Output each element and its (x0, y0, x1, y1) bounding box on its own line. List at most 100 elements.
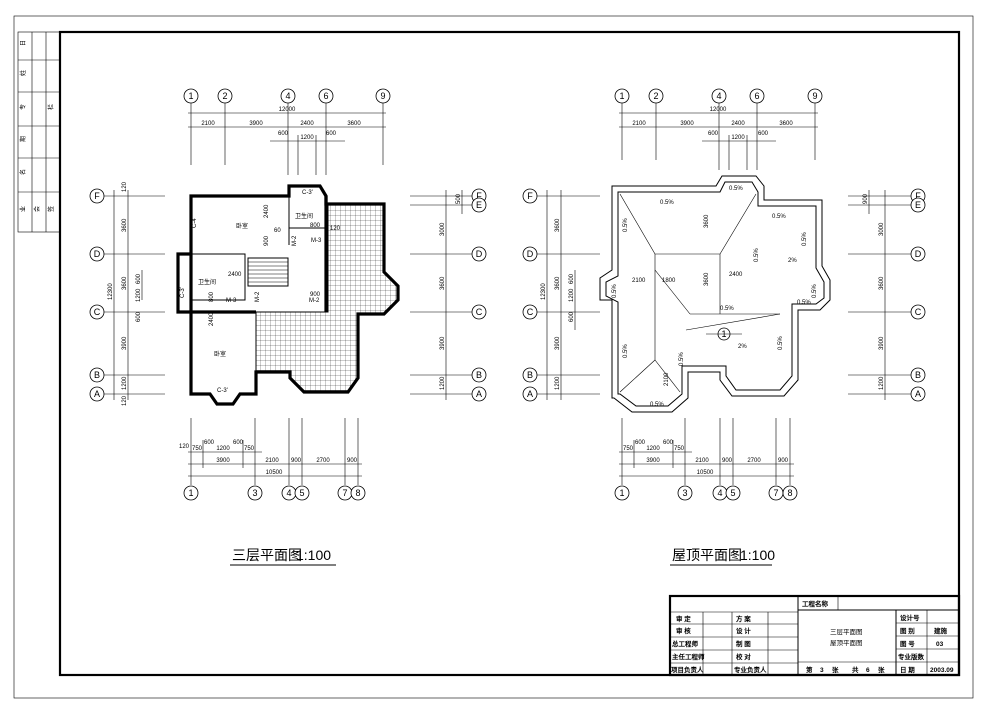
dim-sub: 600 (326, 131, 337, 137)
top-dimensions: 12000 2100 3900 2400 3600 600 1200 600 (619, 103, 818, 170)
dim-total: 12300 (541, 283, 547, 300)
dim-label: 120 (330, 226, 341, 232)
sheet-prefix: 第 (806, 665, 813, 674)
role-label: 审 定 (676, 614, 691, 623)
third-floor-plan: 1 2 4 6 9 12000 2100 3900 2400 3600 600 … (89, 88, 487, 566)
dim-segment: 2100 (632, 121, 646, 127)
dim-segment: 3600 (122, 218, 128, 232)
dim-sub: 600 (136, 273, 142, 284)
slope-label: 0.5% (612, 284, 618, 298)
dim-sub: 600 (278, 131, 289, 137)
window-label: C-3' (217, 388, 228, 394)
axis-label: D (915, 249, 922, 259)
info-label: 图 别 (900, 626, 915, 635)
title-block: 工程名称 审 定 方 案 审 核 设 计 总工程师 制 图 主任工程师 校 对 … (668, 594, 961, 677)
dim-label: 900 (264, 235, 270, 246)
axis-label: 4 (717, 488, 722, 498)
margin-label: 日 (20, 40, 27, 46)
axis-label: B (476, 370, 482, 380)
dim-segment: 2700 (316, 458, 330, 464)
project-name-label: 工程名称 (802, 599, 829, 608)
sheet-outer-border (13, 15, 974, 699)
axis-label: 8 (787, 488, 792, 498)
dim-segment: 1200 (555, 376, 561, 390)
axis-label: A (915, 389, 921, 399)
room-label: 卫生间 (295, 212, 313, 220)
role-label: 项目负责人 (671, 665, 704, 674)
window-label: C-3' (180, 287, 186, 298)
axis-label: 9 (812, 91, 817, 101)
axis-label: 1 (188, 91, 193, 101)
dim-segment: 3900 (440, 336, 446, 350)
bay-wall (176, 252, 191, 314)
role-label: 审 核 (676, 626, 691, 635)
drawing-name: 屋顶平面图 (830, 639, 863, 647)
dim-edge: 120 (179, 444, 190, 450)
axis-label: 3 (252, 488, 257, 498)
dim-segment: 3900 (680, 121, 694, 127)
margin-label: 会 (33, 206, 41, 212)
dim-segment: 3600 (555, 218, 561, 232)
dim-segment: 2100 (265, 458, 279, 464)
dim-total: 12000 (279, 107, 296, 113)
axis-label: 2 (222, 91, 227, 101)
axis-label: 1 (619, 488, 624, 498)
axis-label: D (476, 249, 483, 259)
bottom-dimensions: 120 600 600 750 1200 750 3900 2100 900 2… (179, 418, 366, 501)
roof-dim: 1800 (662, 278, 676, 284)
slope-label: 2% (788, 258, 797, 264)
info-value: 03 (936, 641, 944, 648)
stair (247, 257, 289, 287)
margin-label: 姓 (19, 70, 27, 76)
dim-segment: 1200 (879, 376, 885, 390)
margin-label: 业 (19, 206, 27, 212)
window-label: C-3' (302, 190, 313, 196)
dim-segment: 3600 (347, 121, 361, 127)
info-value: 2003.09 (930, 667, 954, 674)
roof-dim: 2400 (729, 272, 743, 278)
dim-sub: 750 (192, 446, 203, 452)
dim-sub: 1200 (731, 135, 745, 141)
dim-segment: 3900 (646, 458, 660, 464)
dim-sub: 600 (663, 440, 674, 446)
dim-edge: 120 (122, 395, 128, 406)
door-label: M-2 (309, 298, 320, 304)
dim-sub: 600 (204, 440, 215, 446)
room-label: 卧室 (236, 222, 248, 230)
slope-label: 0.5% (729, 186, 743, 192)
dim-sub: 600 (569, 273, 575, 284)
axis-label: B (527, 370, 533, 380)
dim-segment: 900 (778, 458, 789, 464)
axis-label: C (476, 307, 483, 317)
sheet-total-prefix: 共 (852, 665, 859, 674)
room-label: 卧室 (214, 350, 226, 358)
dim-segment: 3600 (555, 276, 561, 290)
dim-segment: 1200 (440, 376, 446, 390)
door-label: M-3 (311, 238, 322, 244)
dim-total: 10500 (266, 470, 283, 476)
dim-segment: 2700 (747, 458, 761, 464)
axis-label: 9 (380, 91, 385, 101)
dim-segment: 3600 (779, 121, 793, 127)
dim-sub: 1200 (569, 288, 575, 302)
sheet-number: 3 (820, 667, 824, 674)
roof-dim: 2100 (632, 278, 646, 284)
slope-label: 0.5% (660, 200, 674, 206)
person-label: 方 案 (736, 614, 751, 623)
axis-label: 5 (299, 488, 304, 498)
axis-label: A (476, 389, 482, 399)
roof-eave-inner (605, 181, 825, 407)
axis-label: B (94, 370, 100, 380)
dim-sub: 750 (623, 446, 634, 452)
axis-label: 4 (286, 488, 291, 498)
top-axis-bubbles: 1 2 4 6 9 (614, 88, 823, 104)
dim-label: 60 (274, 228, 281, 234)
slope-label: 0.5% (720, 306, 734, 312)
dim-total: 10500 (697, 470, 714, 476)
dim-segment: 900 (863, 193, 869, 204)
info-value: 建施 (933, 626, 948, 635)
dim-edge: 120 (122, 181, 128, 192)
margin-label: 期 (19, 136, 27, 142)
axis-label: B (915, 370, 921, 380)
dim-segment: 1200 (122, 376, 128, 390)
